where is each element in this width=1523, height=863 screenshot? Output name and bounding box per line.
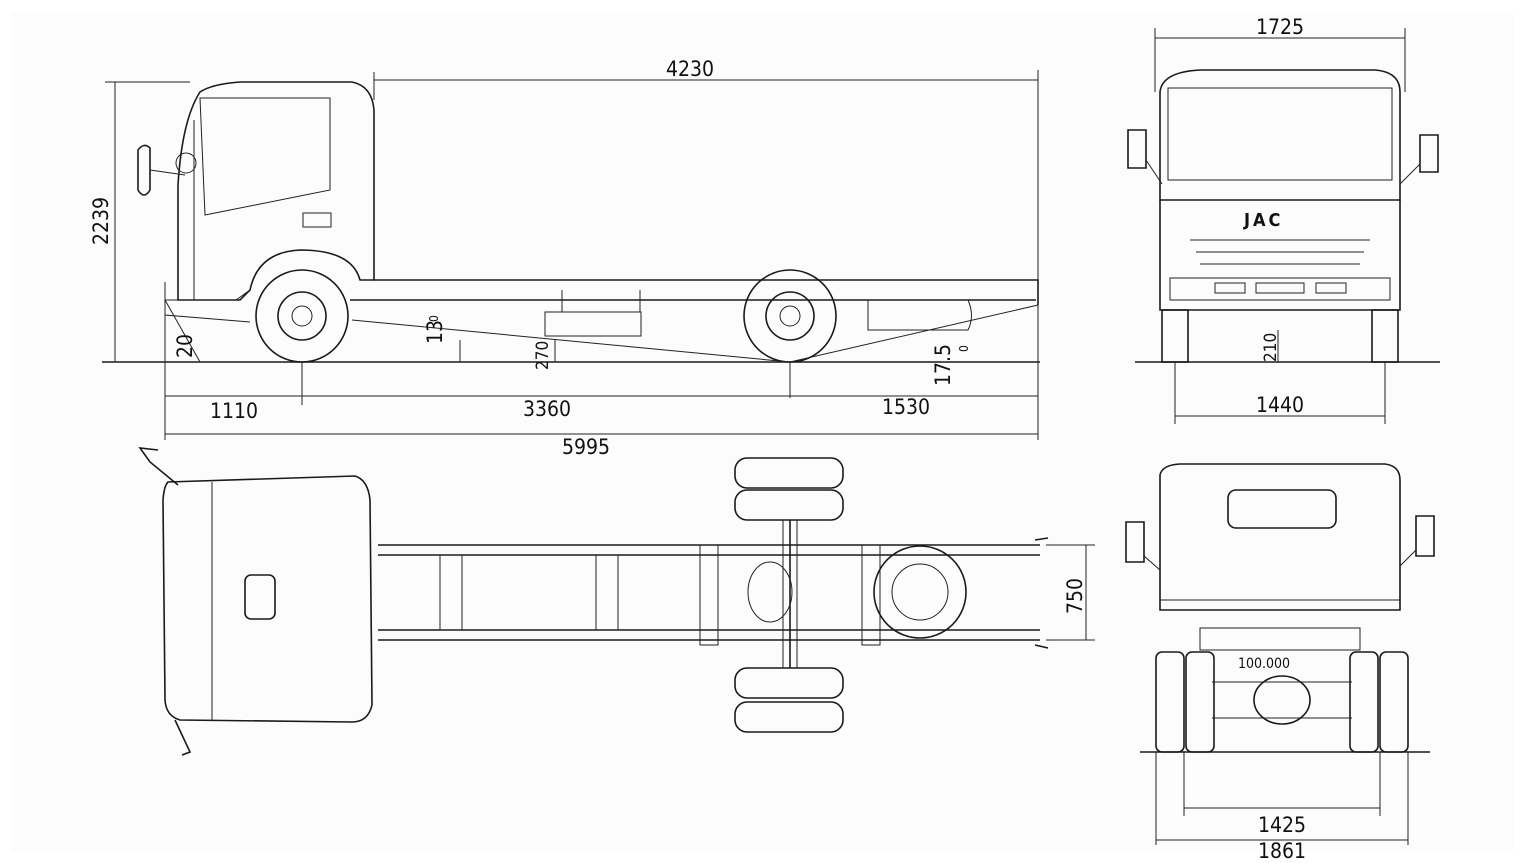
dim-270: 270 xyxy=(533,341,553,370)
front-logo: JAC xyxy=(1243,210,1283,231)
dim-1530: 1530 xyxy=(882,395,930,419)
rear-view: 100.000 1425 1861 xyxy=(1125,463,1435,863)
front-view: JAC 1725 1440 210 xyxy=(1127,15,1440,424)
dim-5995: 5995 xyxy=(562,435,610,459)
angle-17-5: 17.5 xyxy=(931,344,955,386)
dim-1440: 1440 xyxy=(1256,393,1304,417)
dim-3360: 3360 xyxy=(523,397,571,421)
degree-13: 0 xyxy=(427,315,441,322)
degree-17-5: 0 xyxy=(957,345,971,352)
dim-1110: 1110 xyxy=(210,399,258,423)
dim-1425: 1425 xyxy=(1258,813,1306,837)
top-view: 750 xyxy=(138,447,1095,756)
dim-4230: 4230 xyxy=(666,57,714,81)
angle-13: 13 xyxy=(423,320,447,344)
side-view: 4230 2239 1110 3360 1530 5995 20 13 0 27… xyxy=(89,57,1040,459)
rear-plate: 100.000 xyxy=(1238,656,1290,672)
dim-1861: 1861 xyxy=(1258,839,1306,859)
angle-20: 20 xyxy=(173,334,197,358)
dim-210: 210 xyxy=(1261,333,1281,362)
dim-2239: 2239 xyxy=(89,197,113,245)
dim-1725: 1725 xyxy=(1256,15,1304,39)
dim-750: 750 xyxy=(1063,578,1087,614)
